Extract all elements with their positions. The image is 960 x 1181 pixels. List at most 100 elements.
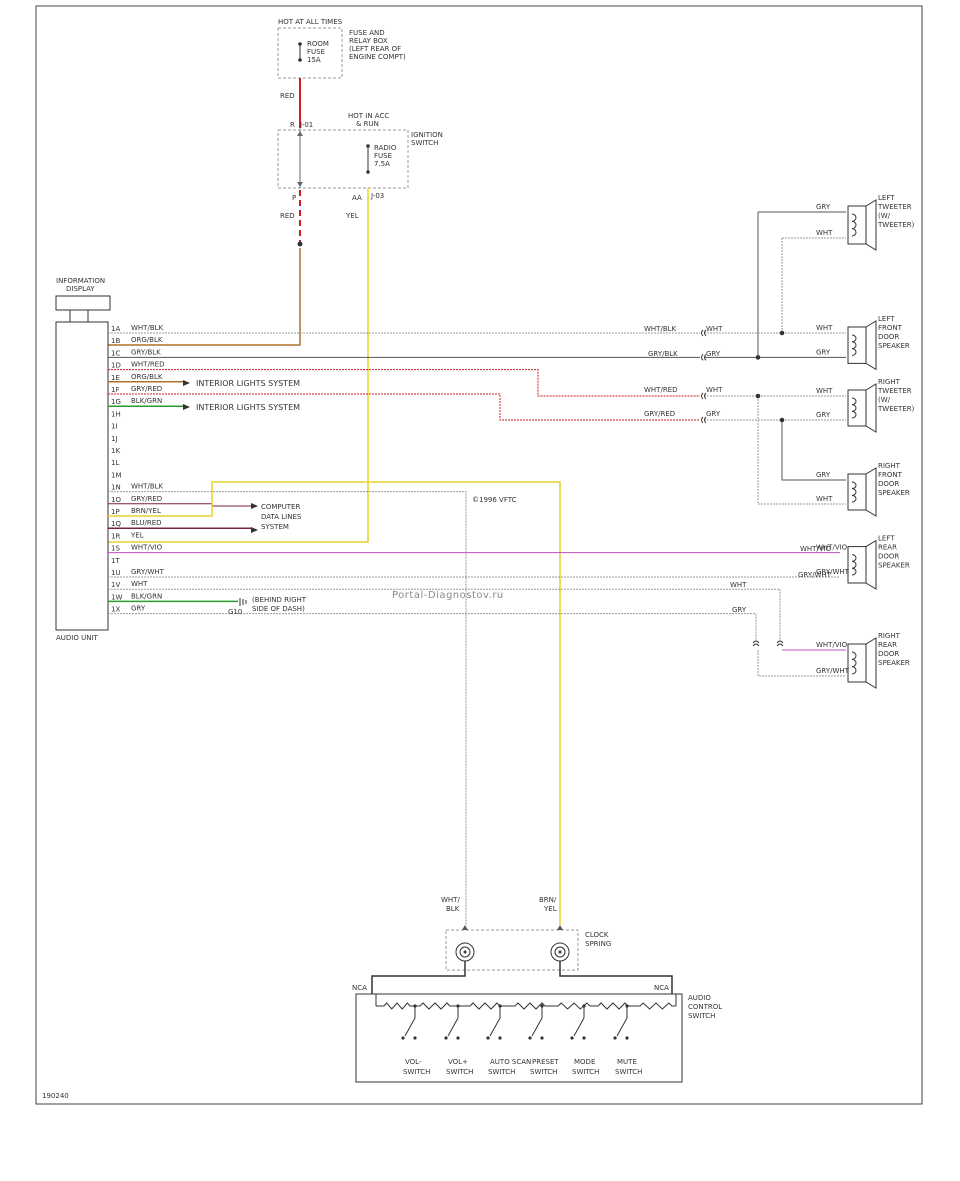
pin-wire-label-1x: GRY — [131, 605, 146, 613]
watermark: Portal-Diagnostov.ru — [392, 590, 504, 601]
pin-label-1g: 1G — [111, 398, 121, 406]
pin-wire-label-1f: GRY/RED — [131, 385, 162, 393]
red-wire-top-label: RED — [280, 92, 295, 100]
switch-5-label: MODE — [574, 1058, 595, 1066]
fuse-relay-box: HOT AT ALL TIMES ROOM FUSE 15A FUSE AND … — [277, 18, 406, 79]
rw-gry-3: GRY — [732, 606, 747, 614]
wire-1p — [108, 481, 561, 925]
cs-right-wire-1: BRN/ — [539, 896, 557, 904]
wire-1v — [108, 588, 781, 640]
speaker-6-name-0: RIGHT — [878, 632, 901, 640]
speaker-2-name-1: FRONT — [878, 324, 903, 332]
ground-id: G10 — [228, 608, 242, 616]
pin-label-1s: 1S — [111, 545, 120, 553]
audio-control-label-2: CONTROL — [688, 1003, 722, 1011]
audio-control-switch: NCA NCA AUDIO CONTROL SWITCH VOL-SWITCHV… — [352, 961, 722, 1083]
right-wire-labels: WHT/BLK WHT GRY/BLK GRY WHT/RED WHT GRY/… — [644, 325, 832, 614]
pin-label-1x: 1X — [111, 606, 120, 614]
fuse-box-label-3: (LEFT REAR OF — [349, 45, 401, 53]
radio-fuse-label-2: FUSE — [374, 152, 392, 160]
speaker-1-top-wire: GRY — [816, 203, 831, 211]
wire-1o — [108, 503, 252, 507]
speaker-1-name-0: LEFT — [878, 194, 895, 202]
speaker-4-name-1: FRONT — [878, 471, 903, 479]
clock-spring-label-2: SPRING — [585, 940, 611, 948]
speaker-4-top-wire: GRY — [816, 471, 831, 479]
switch-2-label: VOL+ — [448, 1058, 468, 1066]
speaker-4-name-3: SPEAKER — [878, 489, 910, 497]
speaker-5-top-wire: WHT/VIO — [816, 544, 848, 552]
cs-left-wire-1: WHT/ — [441, 896, 460, 904]
pin-label-1n: 1N — [111, 484, 121, 492]
audio-control-label-3: SWITCH — [688, 1012, 715, 1020]
clock-spring: WHT/ BLK BRN/ YEL CLOCK SPRING — [441, 896, 611, 971]
junction-dot — [779, 330, 785, 336]
speaker-3-bottom-wire: GRY — [816, 411, 831, 419]
interior-lights-1: INTERIOR LIGHTS SYSTEM — [183, 379, 300, 388]
speaker-6-name-3: SPEAKER — [878, 659, 910, 667]
org-blk-wire — [108, 248, 301, 346]
speaker-4-name-2: DOOR — [878, 480, 899, 488]
info-display-label-1: INFORMATION — [56, 277, 105, 285]
pin-label-1l: 1L — [111, 459, 119, 467]
computer-data-label-2: DATA LINES — [261, 513, 302, 521]
switch-2-sublabel: SWITCH — [446, 1068, 473, 1076]
pin-label-1c: 1C — [111, 349, 120, 357]
wire-1n — [108, 491, 467, 925]
red-wire-mid-label: RED — [280, 212, 295, 220]
speaker-1-name-1: TWEETER — [877, 203, 912, 211]
resistor-chain — [375, 994, 677, 1010]
pin-wire-label-1d: WHT/RED — [131, 361, 165, 369]
audio-control-label-1: AUDIO — [688, 994, 711, 1002]
room-fuse-label-3: 15A — [307, 56, 321, 64]
yel-wire-mid-label: YEL — [345, 212, 359, 220]
speaker-2-name-2: DOOR — [878, 333, 899, 341]
audio-unit: INFORMATION DISPLAY AUDIO UNIT — [55, 277, 111, 642]
connector-bracket — [701, 329, 707, 337]
speaker-6-name-1: REAR — [878, 641, 897, 649]
speaker-2-bottom-wire: GRY — [816, 348, 831, 356]
rw-gry-wht: GRY/WHT — [798, 571, 832, 579]
junction-dot — [755, 355, 761, 360]
switch-6-label: MUTE — [617, 1058, 637, 1066]
ignition-switch-label-2: SWITCH — [411, 139, 438, 147]
switch-6-sublabel: SWITCH — [615, 1068, 642, 1076]
speaker-5-name-1: REAR — [878, 544, 897, 552]
switch-1-sublabel: SWITCH — [403, 1068, 430, 1076]
computer-data-lines: COMPUTER DATA LINES SYSTEM — [251, 503, 302, 533]
speaker-3-name-1: TWEETER — [877, 387, 912, 395]
connector-bracket — [752, 640, 760, 647]
pin-label-1r: 1R — [111, 532, 120, 540]
speaker-wiring — [701, 211, 846, 677]
switch-6: MUTE SWITCH — [613, 1004, 642, 1076]
switch-3-sublabel: SWITCH — [488, 1068, 515, 1076]
pin-label-1e: 1E — [111, 374, 120, 382]
switch-1-label: VOL- — [405, 1058, 422, 1066]
fuse-box-label-1: FUSE AND — [349, 29, 385, 37]
interior-lights-2: INTERIOR LIGHTS SYSTEM — [183, 403, 300, 412]
pin-label-1d: 1D — [111, 362, 121, 370]
pin-p-label: P — [292, 194, 296, 202]
rw-wht-blk: WHT/BLK — [644, 325, 677, 333]
pin-wire-label-1u: GRY/WHT — [131, 568, 165, 576]
pin-wire-label-1e: ORG/BLK — [131, 373, 163, 381]
clock-spring-label-1: CLOCK — [585, 931, 609, 939]
speaker-6-name-2: DOOR — [878, 650, 899, 658]
ground-g10: G10 (BEHIND RIGHT SIDE OF DASH) — [228, 596, 307, 616]
rw-gry-2: GRY — [706, 410, 721, 418]
pin-r-label: R — [290, 121, 295, 129]
speaker-5-name-3: SPEAKER — [878, 562, 910, 570]
speaker-5-name-2: DOOR — [878, 553, 899, 561]
rw-wht-1: WHT — [706, 325, 723, 333]
pin-wire-label-1v: WHT — [131, 580, 148, 588]
hot-at-all-times-label: HOT AT ALL TIMES — [278, 18, 343, 26]
pin-label-1k: 1K — [111, 447, 120, 455]
connector-wires — [108, 332, 840, 925]
info-display-label-2: DISPLAY — [66, 285, 95, 293]
connector-bracket — [701, 416, 707, 424]
rf-top — [781, 420, 846, 481]
pin-label-1p: 1P — [111, 508, 120, 516]
pin-wire-label-1a: WHT/BLK — [131, 324, 164, 332]
